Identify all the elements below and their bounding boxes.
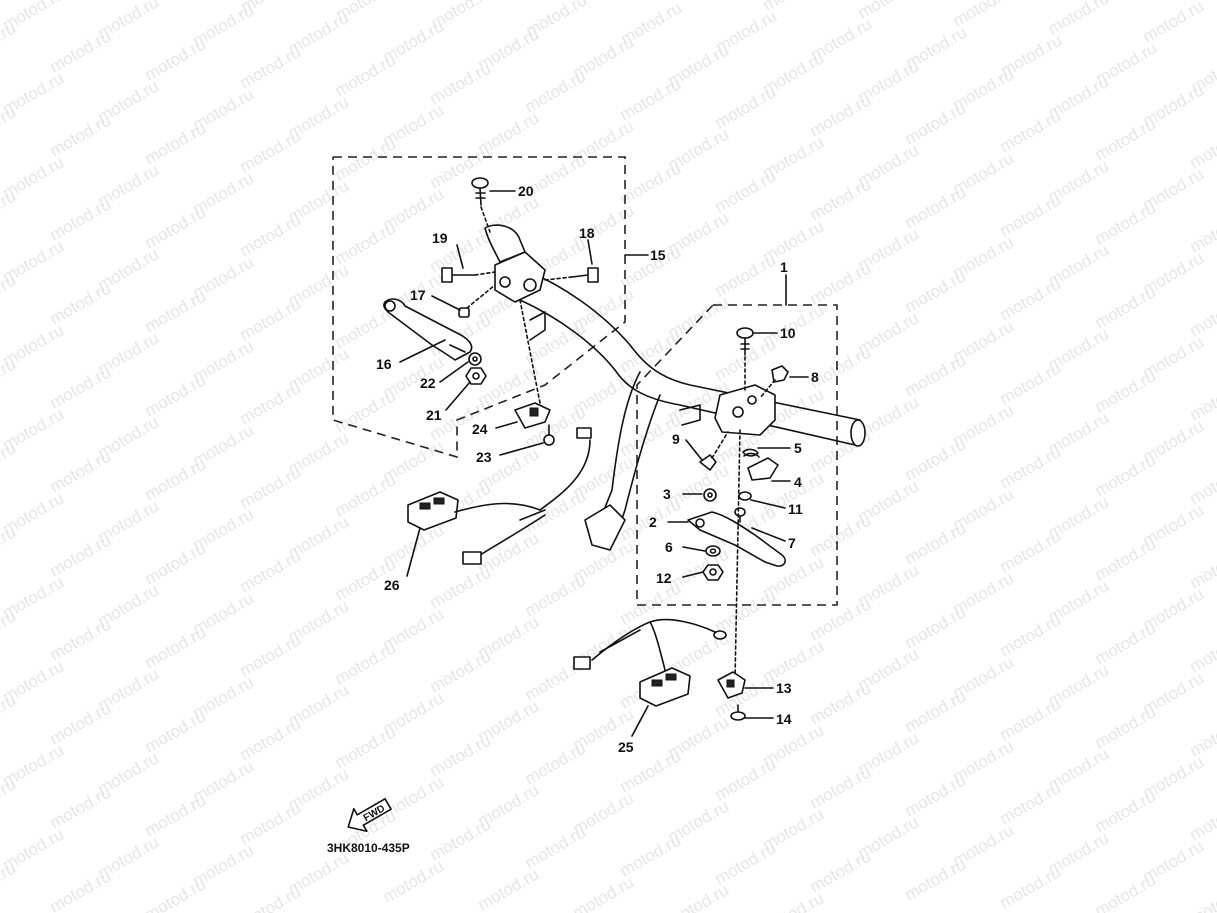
left-lever-holder <box>484 224 546 303</box>
bolt-10 <box>736 327 754 391</box>
callout-12: 12 <box>656 570 672 586</box>
spring-5 <box>742 448 760 458</box>
bolt-20 <box>471 177 491 233</box>
bolt-8 <box>759 365 789 399</box>
bolt-18 <box>544 267 599 283</box>
switch-24 <box>514 299 551 429</box>
drawing-code: 3HK8010-435P <box>327 841 410 855</box>
callout-16: 16 <box>376 356 392 372</box>
callout-7: 7 <box>788 535 796 551</box>
screw-23 <box>543 424 555 446</box>
callout-5: 5 <box>794 440 802 456</box>
callout-4: 4 <box>794 474 802 490</box>
callout-24: 24 <box>472 421 488 437</box>
dashed-guide-right <box>734 429 741 681</box>
leader-lines <box>399 190 809 737</box>
collar-3 <box>703 488 717 502</box>
callout-6: 6 <box>665 539 673 555</box>
callout-8: 8 <box>811 369 819 385</box>
callout-2: 2 <box>649 514 657 530</box>
washer-6 <box>705 545 721 557</box>
callout-labels: 1 2 3 4 5 6 7 8 9 10 11 12 13 14 15 16 1… <box>376 183 819 755</box>
callout-25: 25 <box>618 739 634 755</box>
washer-11 <box>738 491 752 501</box>
nut-12 <box>702 564 724 581</box>
callout-10: 10 <box>780 325 796 341</box>
callout-14: 14 <box>776 711 792 727</box>
callout-1: 1 <box>780 259 788 275</box>
callout-11: 11 <box>788 501 803 517</box>
callout-21: 21 <box>426 407 442 423</box>
brake-lever-7 <box>687 511 786 567</box>
callout-15: 15 <box>650 247 666 263</box>
handlebar <box>519 271 866 551</box>
callout-9: 9 <box>672 431 680 447</box>
pin-17 <box>458 284 496 318</box>
assembly-box-1 <box>636 304 838 606</box>
callout-20: 20 <box>518 183 534 199</box>
nut-21 <box>465 367 487 385</box>
fwd-label: FWD <box>362 803 387 824</box>
callout-26: 26 <box>384 577 400 593</box>
plate-4 <box>747 457 779 481</box>
callout-3: 3 <box>663 486 671 502</box>
callout-23: 23 <box>476 449 492 465</box>
fwd-arrow-icon: FWD <box>347 798 392 833</box>
right-lever-holder <box>714 384 776 436</box>
callout-18: 18 <box>579 225 595 241</box>
callout-17: 17 <box>410 287 426 303</box>
washer-22 <box>468 352 482 366</box>
bolt-11b <box>734 507 746 523</box>
callout-13: 13 <box>776 680 792 696</box>
screw-9 <box>699 431 729 471</box>
switch-13 <box>717 671 746 699</box>
screw-14 <box>730 704 746 721</box>
callout-19: 19 <box>432 230 448 246</box>
assembly-box-15 <box>332 156 626 459</box>
clutch-lever-16 <box>383 298 473 361</box>
bolt-19 <box>441 267 496 283</box>
handlebar-switch-26 <box>407 427 592 565</box>
callout-22: 22 <box>420 375 436 391</box>
handlebar-switch-25 <box>573 618 727 707</box>
